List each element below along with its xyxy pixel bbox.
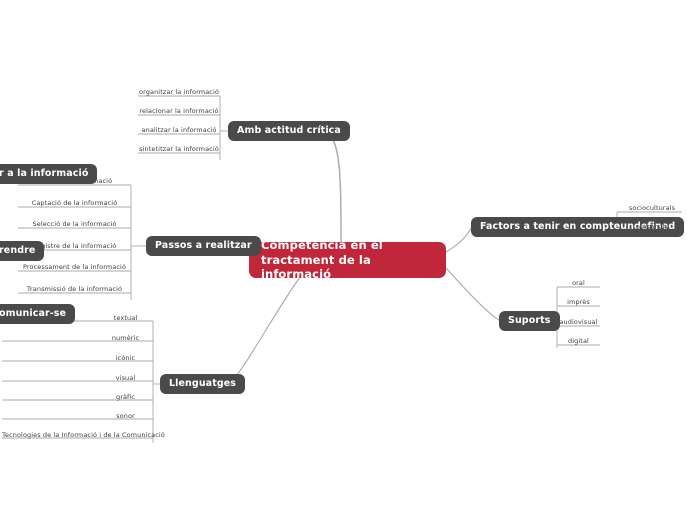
- leaf-item[interactable]: gràfic: [115, 393, 136, 401]
- clipped-node-aprendre[interactable]: rendre: [0, 241, 45, 261]
- branch-node-amb-actitud-critica[interactable]: Amb actitud crítica: [228, 121, 350, 141]
- leaf-item[interactable]: Captació de la informació: [31, 199, 118, 207]
- branch-node-factors-a-tenir-en-compte[interactable]: Factors a tenir en compteundefined: [471, 217, 685, 237]
- leaf-item[interactable]: analitzar la informació: [141, 126, 217, 134]
- leaf-item[interactable]: Processament de la informació: [22, 263, 127, 271]
- branch-node-llenguatges[interactable]: Llenguatges: [160, 374, 246, 394]
- leaf-item[interactable]: audiovisual: [559, 318, 598, 326]
- root-node[interactable]: Competència en el tractament de la infor…: [249, 238, 446, 281]
- leaf-item[interactable]: imprès: [567, 298, 590, 306]
- leaf-item[interactable]: sonor: [116, 412, 135, 420]
- leaf-item[interactable]: personals: [635, 223, 669, 231]
- branch-node-passos-a-realitzar[interactable]: Passos a realitzar: [146, 236, 261, 256]
- leaf-item[interactable]: Tecnologies de la Informació i de la Com…: [2, 431, 165, 439]
- leaf-item[interactable]: Transmissió de la informació: [26, 285, 123, 293]
- clipped-node-accedir-a-la-informacio[interactable]: r a la informació: [0, 164, 98, 184]
- leaf-item[interactable]: Selecció de la informació: [32, 220, 117, 228]
- leaf-item[interactable]: icònic: [115, 354, 136, 362]
- leaf-item[interactable]: digital: [568, 337, 589, 345]
- leaf-item[interactable]: numèric: [111, 334, 140, 342]
- leaf-item[interactable]: sintetitzar la informació: [139, 145, 219, 153]
- leaf-item[interactable]: textual: [113, 314, 138, 322]
- clipped-node-comunicar-se[interactable]: omunicar-se: [0, 304, 76, 324]
- leaf-item[interactable]: visual: [115, 374, 136, 382]
- leaf-item[interactable]: oral: [572, 279, 585, 287]
- branch-node-suports[interactable]: Suports: [499, 311, 560, 331]
- leaf-item[interactable]: relacionar la informació: [139, 107, 219, 115]
- leaf-item[interactable]: organitzar la informació: [139, 88, 219, 96]
- leaf-item[interactable]: socioculturals: [628, 204, 676, 212]
- leaf-item[interactable]: Registre de la informació: [32, 242, 117, 250]
